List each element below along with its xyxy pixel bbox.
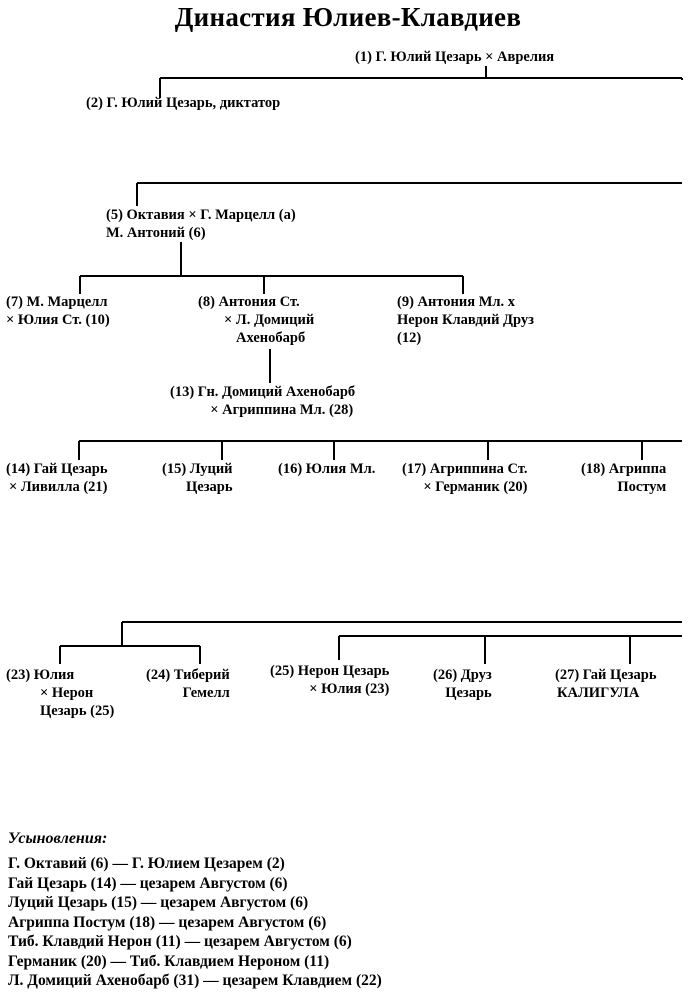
person-node-27: (27) Гай Цезарь КАЛИГУЛА xyxy=(555,666,657,702)
node-line: × Германик (20) xyxy=(423,479,528,495)
person-node-24: (24) Тиберий Гемелл xyxy=(146,666,230,702)
adoption-item: Луций Цезарь (15) — цезарем Августом (6) xyxy=(8,894,309,911)
node-line: (25) Нерон Цезарь xyxy=(270,663,390,679)
node-line: (26) Друз xyxy=(433,667,492,683)
node-line: Цезарь xyxy=(186,479,233,495)
node-line: × Юлия (23) xyxy=(309,681,390,697)
node-line: × Л. Домиций xyxy=(224,312,315,328)
node-line: (24) Тиберий xyxy=(146,667,230,683)
person-node-18: (18) Агриппа Постум xyxy=(581,460,666,496)
node-line: (9) Антония Мл. х xyxy=(397,294,516,310)
node-line: М. Антоний (6) xyxy=(106,225,206,241)
person-node-14: (14) Гай Цезарь × Ливилла (21) xyxy=(6,460,108,496)
person-node-17: (17) Агриппина Ст. × Германик (20) xyxy=(402,460,528,496)
node-line: (23) Юлия xyxy=(6,667,75,683)
node-line: (18) Агриппа xyxy=(581,461,667,477)
adoption-item: Тиб. Клавдий Нерон (11) — цезарем Август… xyxy=(8,933,352,950)
node-line: (8) Антония Ст. xyxy=(198,294,300,310)
adoption-item: Л. Домиций Ахенобарб (31) — цезарем Клав… xyxy=(8,972,382,989)
node-line: Цезарь xyxy=(445,685,492,701)
node-line: Цезарь (25) xyxy=(40,703,115,719)
node-line: Ахенобарб xyxy=(236,330,306,346)
node-line: (17) Агриппина Ст. xyxy=(402,461,528,477)
adoption-item: Гай Цезарь (14) — цезарем Августом (6) xyxy=(8,874,288,892)
adoptions-list: Г. Октавий (6) — Г. Юлием Цезарем (2) Га… xyxy=(8,854,382,991)
adoption-item: Германик (20) — Тиб. Клавдием Нероном (1… xyxy=(8,952,330,970)
person-node-9: (9) Антония Мл. х Нерон Клавдий Друз (12… xyxy=(397,293,534,347)
node-line: (7) М. Марцелл xyxy=(6,294,108,310)
node-line: Нерон Клавдий Друз xyxy=(397,312,534,328)
person-node-16: (16) Юлия Мл. xyxy=(278,460,375,478)
node-line: Постум xyxy=(617,479,667,495)
node-line: (5) Октавия × Г. Марцелл (а) xyxy=(106,207,296,223)
node-line: (27) Гай Цезарь xyxy=(555,667,657,683)
person-node-23: (23) Юлия × Нерон Цезарь (25) xyxy=(6,666,114,720)
person-node-13: (13) Гн. Домиций Ахенобарб × Агриппина М… xyxy=(170,383,355,419)
node-line: (13) Гн. Домиций Ахенобарб xyxy=(170,384,356,400)
person-node-26: (26) Друз Цезарь xyxy=(433,666,492,702)
node-line: Гемелл xyxy=(182,685,230,701)
person-node-5: (5) Октавия × Г. Марцелл (а) М. Антоний … xyxy=(106,206,296,242)
adoption-item: Агриппа Постум (18) — цезарем Августом (… xyxy=(8,913,327,931)
node-line: (2) Г. Юлий Цезарь, диктатор xyxy=(86,95,281,111)
node-line: × Ливилла (21) xyxy=(8,479,108,495)
node-line: КАЛИГУЛА xyxy=(557,685,640,701)
person-node-2: (2) Г. Юлий Цезарь, диктатор xyxy=(86,94,280,112)
adoption-item: Г. Октавий (6) — Г. Юлием Цезарем (2) xyxy=(8,855,285,872)
diagram-title: Династия Юлиев-Клавдиев xyxy=(174,2,522,32)
node-line: (16) Юлия Мл. xyxy=(278,461,376,477)
person-node-15: (15) Луций Цезарь xyxy=(162,460,233,496)
person-node-1: (1) Г. Юлий Цезарь × Аврелия xyxy=(355,48,554,66)
node-line: (15) Луций xyxy=(162,461,233,477)
node-line: × Нерон xyxy=(40,685,94,701)
node-line: (12) xyxy=(397,330,422,346)
person-node-25: (25) Нерон Цезарь × Юлия (23) xyxy=(270,662,389,698)
node-line: × Агриппина Мл. (28) xyxy=(210,402,354,418)
person-node-7: (7) М. Марцелл × Юлия Ст. (10) xyxy=(6,293,110,329)
node-line: × Юлия Ст. (10) xyxy=(6,312,110,328)
node-line: (1) Г. Юлий Цезарь × Аврелия xyxy=(355,49,555,65)
adoptions-heading: Усыновления: xyxy=(8,830,108,847)
person-node-8: (8) Антония Ст. × Л. Домиций Ахенобарб xyxy=(198,293,314,347)
node-line: (14) Гай Цезарь xyxy=(6,461,108,477)
